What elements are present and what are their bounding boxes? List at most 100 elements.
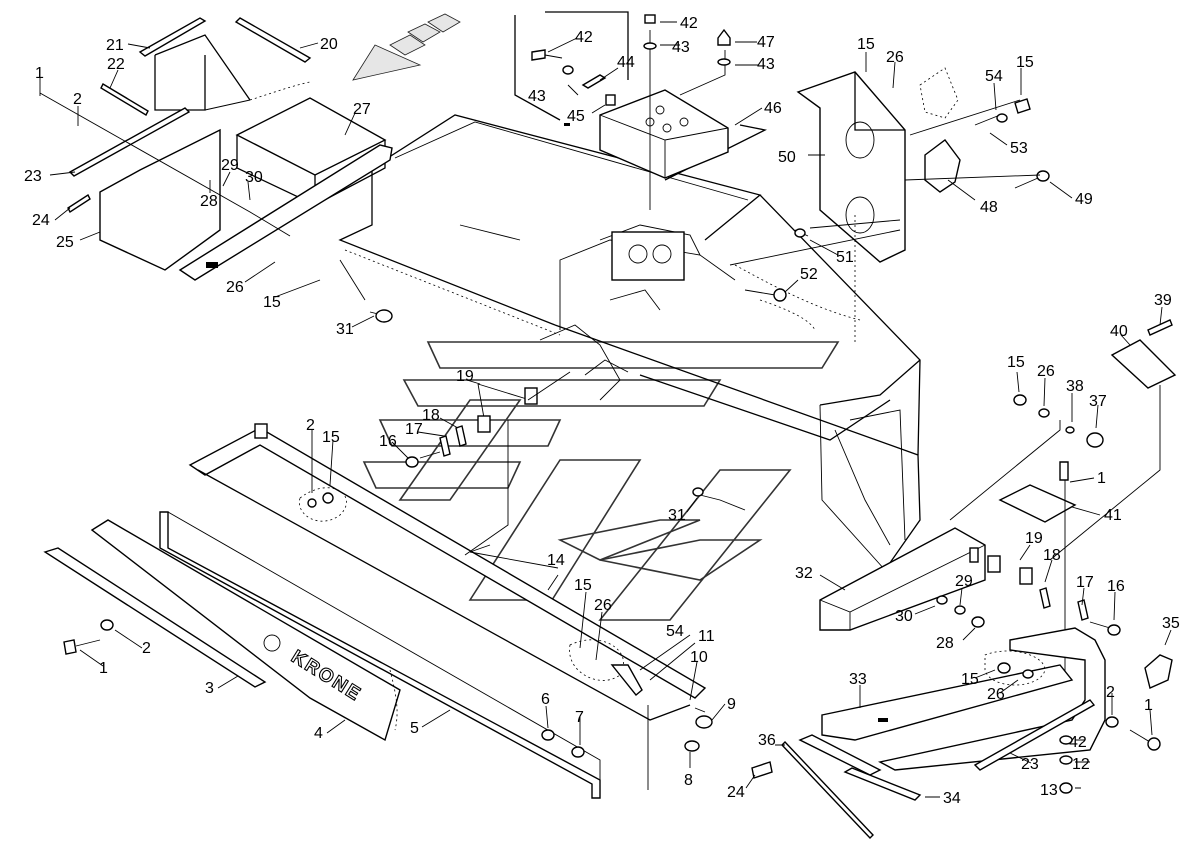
- callout-33: 33: [849, 671, 867, 688]
- callout-52: 52: [800, 266, 818, 283]
- callout-39: 39: [1154, 292, 1172, 309]
- callout-1-b: 1: [1097, 470, 1106, 487]
- callout-32: 32: [795, 565, 813, 582]
- right-box-group: [692, 319, 1177, 680]
- main-housing: [338, 114, 921, 571]
- callout-28-b: 28: [936, 635, 954, 652]
- callout-54-b: 54: [666, 623, 684, 640]
- callout-15-f: 15: [574, 577, 592, 594]
- callout-26-d: 26: [594, 597, 612, 614]
- callout-28: 28: [200, 193, 218, 210]
- callout-26-e: 26: [987, 686, 1005, 703]
- callout-34: 34: [943, 790, 961, 807]
- callout-54: 54: [985, 68, 1003, 85]
- front-panels: KRONE: [43, 511, 601, 799]
- callout-42: 42: [680, 15, 698, 32]
- top-left-cover-group: [39, 17, 393, 281]
- callout-38: 38: [1066, 378, 1084, 395]
- callout-37: 37: [1089, 393, 1107, 410]
- callout-2: 2: [73, 91, 82, 108]
- callout-3: 3: [205, 680, 214, 697]
- callout-21: 21: [106, 37, 124, 54]
- callout-9: 9: [727, 696, 736, 713]
- callout-19: 19: [456, 368, 474, 385]
- callout-4: 4: [314, 725, 323, 742]
- callout-22: 22: [107, 56, 125, 73]
- callout-18-b: 18: [1043, 547, 1061, 564]
- callout-46: 46: [764, 100, 782, 117]
- callout-43-b: 43: [757, 56, 775, 73]
- callout-13: 13: [1040, 782, 1058, 799]
- callout-42-b: 42: [575, 29, 593, 46]
- callout-35: 35: [1162, 615, 1180, 632]
- callout-25: 25: [56, 234, 74, 251]
- callout-26-b: 26: [886, 49, 904, 66]
- callout-50: 50: [778, 149, 796, 166]
- callout-15-b: 15: [857, 36, 875, 53]
- callout-17-b: 17: [1076, 574, 1094, 591]
- callout-1-c: 1: [99, 660, 108, 677]
- callout-5: 5: [410, 720, 419, 737]
- callout-14: 14: [547, 552, 565, 569]
- callout-26-c: 26: [1037, 363, 1055, 380]
- callout-31-b: 31: [668, 507, 686, 524]
- callout-41: 41: [1104, 507, 1122, 524]
- callout-49: 49: [1075, 191, 1093, 208]
- bottom-right-guard: [751, 627, 1173, 840]
- callout-labels: 21 20 22 1 2 27 23 29 30 28 24 25 26 15 …: [24, 15, 1180, 807]
- leader-lines: [39, 21, 1172, 798]
- bolt-31-top: [339, 259, 393, 323]
- callout-1: 1: [35, 65, 44, 82]
- callout-23-b: 23: [1021, 756, 1039, 773]
- callout-2-d: 2: [1106, 684, 1115, 701]
- callout-43-c: 43: [528, 88, 546, 105]
- front-guard-tube: [188, 423, 707, 721]
- callout-15-e: 15: [322, 429, 340, 446]
- callout-24: 24: [32, 212, 50, 229]
- callout-16: 16: [379, 433, 397, 450]
- fasteners-bottom-left: [63, 619, 713, 790]
- callout-42-c: 42: [1069, 734, 1087, 751]
- callout-24-b: 24: [727, 784, 745, 801]
- callout-31: 31: [336, 321, 354, 338]
- callout-15: 15: [263, 294, 281, 311]
- callout-36: 36: [758, 732, 776, 749]
- callout-16-b: 16: [1107, 578, 1125, 595]
- top-center-cover-group: [514, 11, 767, 210]
- callout-1-d: 1: [1144, 697, 1153, 714]
- callout-51: 51: [836, 249, 854, 266]
- callout-48: 48: [980, 199, 998, 216]
- callout-2-b: 2: [306, 417, 315, 434]
- callout-30: 30: [245, 169, 263, 186]
- callout-26: 26: [226, 279, 244, 296]
- callout-2-c: 2: [142, 640, 151, 657]
- clamp-set-right: [936, 555, 1121, 636]
- callout-29-b: 29: [955, 573, 973, 590]
- callout-23: 23: [24, 168, 42, 185]
- callout-20: 20: [320, 36, 338, 53]
- callout-10: 10: [690, 649, 708, 666]
- callout-8: 8: [684, 772, 693, 789]
- callout-15-g: 15: [961, 671, 979, 688]
- callout-43: 43: [672, 39, 690, 56]
- callout-47: 47: [757, 34, 775, 51]
- callout-40: 40: [1110, 323, 1128, 340]
- callout-17: 17: [405, 421, 423, 438]
- callout-12: 12: [1072, 756, 1090, 773]
- top-right-plate-group: [729, 67, 1050, 345]
- callout-19-b: 19: [1025, 530, 1043, 547]
- callout-6: 6: [541, 691, 550, 708]
- callout-27: 27: [353, 101, 371, 118]
- callout-30-b: 30: [895, 608, 913, 625]
- callout-45: 45: [567, 108, 585, 125]
- callout-29: 29: [221, 157, 239, 174]
- callout-53: 53: [1010, 140, 1028, 157]
- callout-15-c: 15: [1016, 54, 1034, 71]
- callout-15-d: 15: [1007, 354, 1025, 371]
- pointer-symbols: [352, 13, 461, 81]
- callout-7: 7: [575, 709, 584, 726]
- watermark-logo: [362, 341, 840, 621]
- callout-18: 18: [422, 407, 440, 424]
